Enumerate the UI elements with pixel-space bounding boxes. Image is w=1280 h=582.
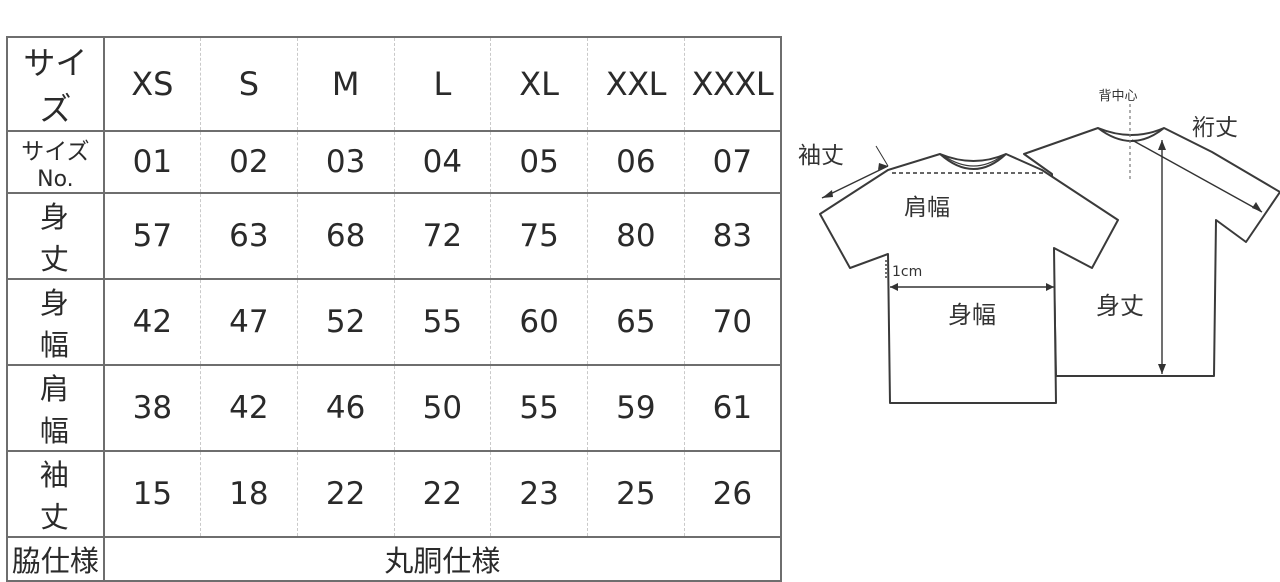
- measurement-cell: 26: [683, 451, 781, 538]
- tshirt-measurement-diagram: 背中心 裄丈 袖丈 肩幅 1cm 身幅 身丈: [798, 89, 1280, 404]
- measurement-cell: 46: [296, 365, 394, 452]
- measurement-cell: 60: [490, 279, 588, 366]
- measurement-cell: 22: [393, 451, 491, 538]
- arrow-icon: [1046, 283, 1054, 291]
- measurement-cell: 57: [103, 193, 201, 280]
- size-xl: XL: [490, 37, 588, 132]
- label-sleeve-length: 袖丈: [798, 143, 844, 169]
- label-one-cm: 1cm: [892, 264, 922, 280]
- measurement-row-sleeve-length: 袖丈 15 18 22 22 23 25 26: [7, 451, 781, 538]
- sleeve-length-line: [821, 165, 889, 199]
- row-label-sleeve-length: 袖丈: [7, 451, 105, 538]
- arrow-icon: [822, 190, 833, 198]
- tshirt-front-outline: [819, 153, 1119, 404]
- side-spec-label: 脇仕様: [7, 537, 105, 581]
- label-body-width: 身幅: [948, 301, 996, 329]
- measurement-cell: 70: [683, 279, 781, 366]
- measurement-cell: 83: [683, 193, 781, 280]
- side-spec-row: 脇仕様 丸胴仕様: [7, 537, 781, 581]
- measurement-row-body-length: 身丈 57 63 68 72 75 80 83: [7, 193, 781, 280]
- row-label-body-length: 身丈: [7, 193, 105, 280]
- label-body-length: 身丈: [1096, 292, 1144, 320]
- sleeve-length-tick: [875, 145, 889, 167]
- measurement-cell: 63: [200, 193, 298, 280]
- side-spec-value: 丸胴仕様: [384, 544, 501, 578]
- size-s: S: [200, 37, 298, 132]
- size-number-cell: 02: [200, 131, 298, 194]
- size-number-cell: 06: [587, 131, 685, 194]
- size-xs: XS: [103, 37, 201, 132]
- measurement-lines: [821, 139, 1263, 374]
- measurement-cell: 38: [103, 365, 201, 452]
- size-number-cell: 04: [393, 131, 491, 194]
- size-chart-table: サイズ XS S M L XL XXL XXXL サイズNo. 01 02 03…: [6, 36, 782, 582]
- size-l: L: [393, 37, 491, 132]
- measurement-cell: 52: [296, 279, 394, 366]
- measurement-cell: 65: [587, 279, 685, 366]
- measurement-cell: 75: [490, 193, 588, 280]
- measurement-cell: 22: [296, 451, 394, 538]
- arrow-icon: [1252, 202, 1262, 212]
- row-label-shoulder-width: 肩幅: [7, 365, 105, 452]
- measurement-cell: 59: [587, 365, 685, 452]
- row-label-body-width: 身幅: [7, 279, 105, 366]
- measurement-cell: 68: [296, 193, 394, 280]
- measurement-cell: 47: [200, 279, 298, 366]
- arrowheads: [822, 140, 1262, 374]
- measurement-cell: 42: [103, 279, 201, 366]
- size-number-cell: 01: [103, 131, 201, 194]
- size-number-cell: 03: [296, 131, 394, 194]
- size-number-label: サイズNo.: [7, 131, 105, 194]
- label-back-center: 背中心: [1098, 89, 1137, 104]
- measurement-cell: 55: [490, 365, 588, 452]
- measurement-cell: 55: [393, 279, 491, 366]
- size-header-label: サイズ: [7, 37, 105, 132]
- size-number-label-prefix: サイズ: [21, 139, 90, 165]
- yuki-length-line: [1131, 139, 1263, 213]
- arrow-icon: [878, 163, 888, 170]
- measurement-cell: 61: [683, 365, 781, 452]
- arrow-icon: [1158, 140, 1166, 150]
- measurement-row-body-width: 身幅 42 47 52 55 60 65 70: [7, 279, 781, 366]
- size-number-label-suffix: No.: [37, 167, 74, 192]
- measurement-cell: 42: [200, 365, 298, 452]
- size-number-cell: 05: [490, 131, 588, 194]
- size-m: M: [296, 37, 394, 132]
- measurement-cell: 18: [200, 451, 298, 538]
- measurement-cell: 25: [587, 451, 685, 538]
- label-yuki-length: 裄丈: [1192, 115, 1238, 141]
- size-xxl: XXL: [587, 37, 685, 132]
- measurement-cell: 15: [103, 451, 201, 538]
- measurement-cell: 72: [393, 193, 491, 280]
- size-row: サイズ XS S M L XL XXL XXXL: [7, 37, 781, 132]
- tshirt-back-outline: [1023, 127, 1280, 377]
- size-number-row: サイズNo. 01 02 03 04 05 06 07: [7, 131, 781, 194]
- label-shoulder-width: 肩幅: [904, 195, 950, 221]
- measurement-cell: 50: [393, 365, 491, 452]
- size-xxxl: XXXL: [683, 37, 781, 132]
- arrow-icon: [1158, 364, 1166, 374]
- measurement-cell: 80: [587, 193, 685, 280]
- measurement-row-shoulder-width: 肩幅 38 42 46 50 55 59 61: [7, 365, 781, 452]
- size-number-cell: 07: [683, 131, 781, 194]
- measurement-cell: 23: [490, 451, 588, 538]
- arrow-icon: [890, 283, 898, 291]
